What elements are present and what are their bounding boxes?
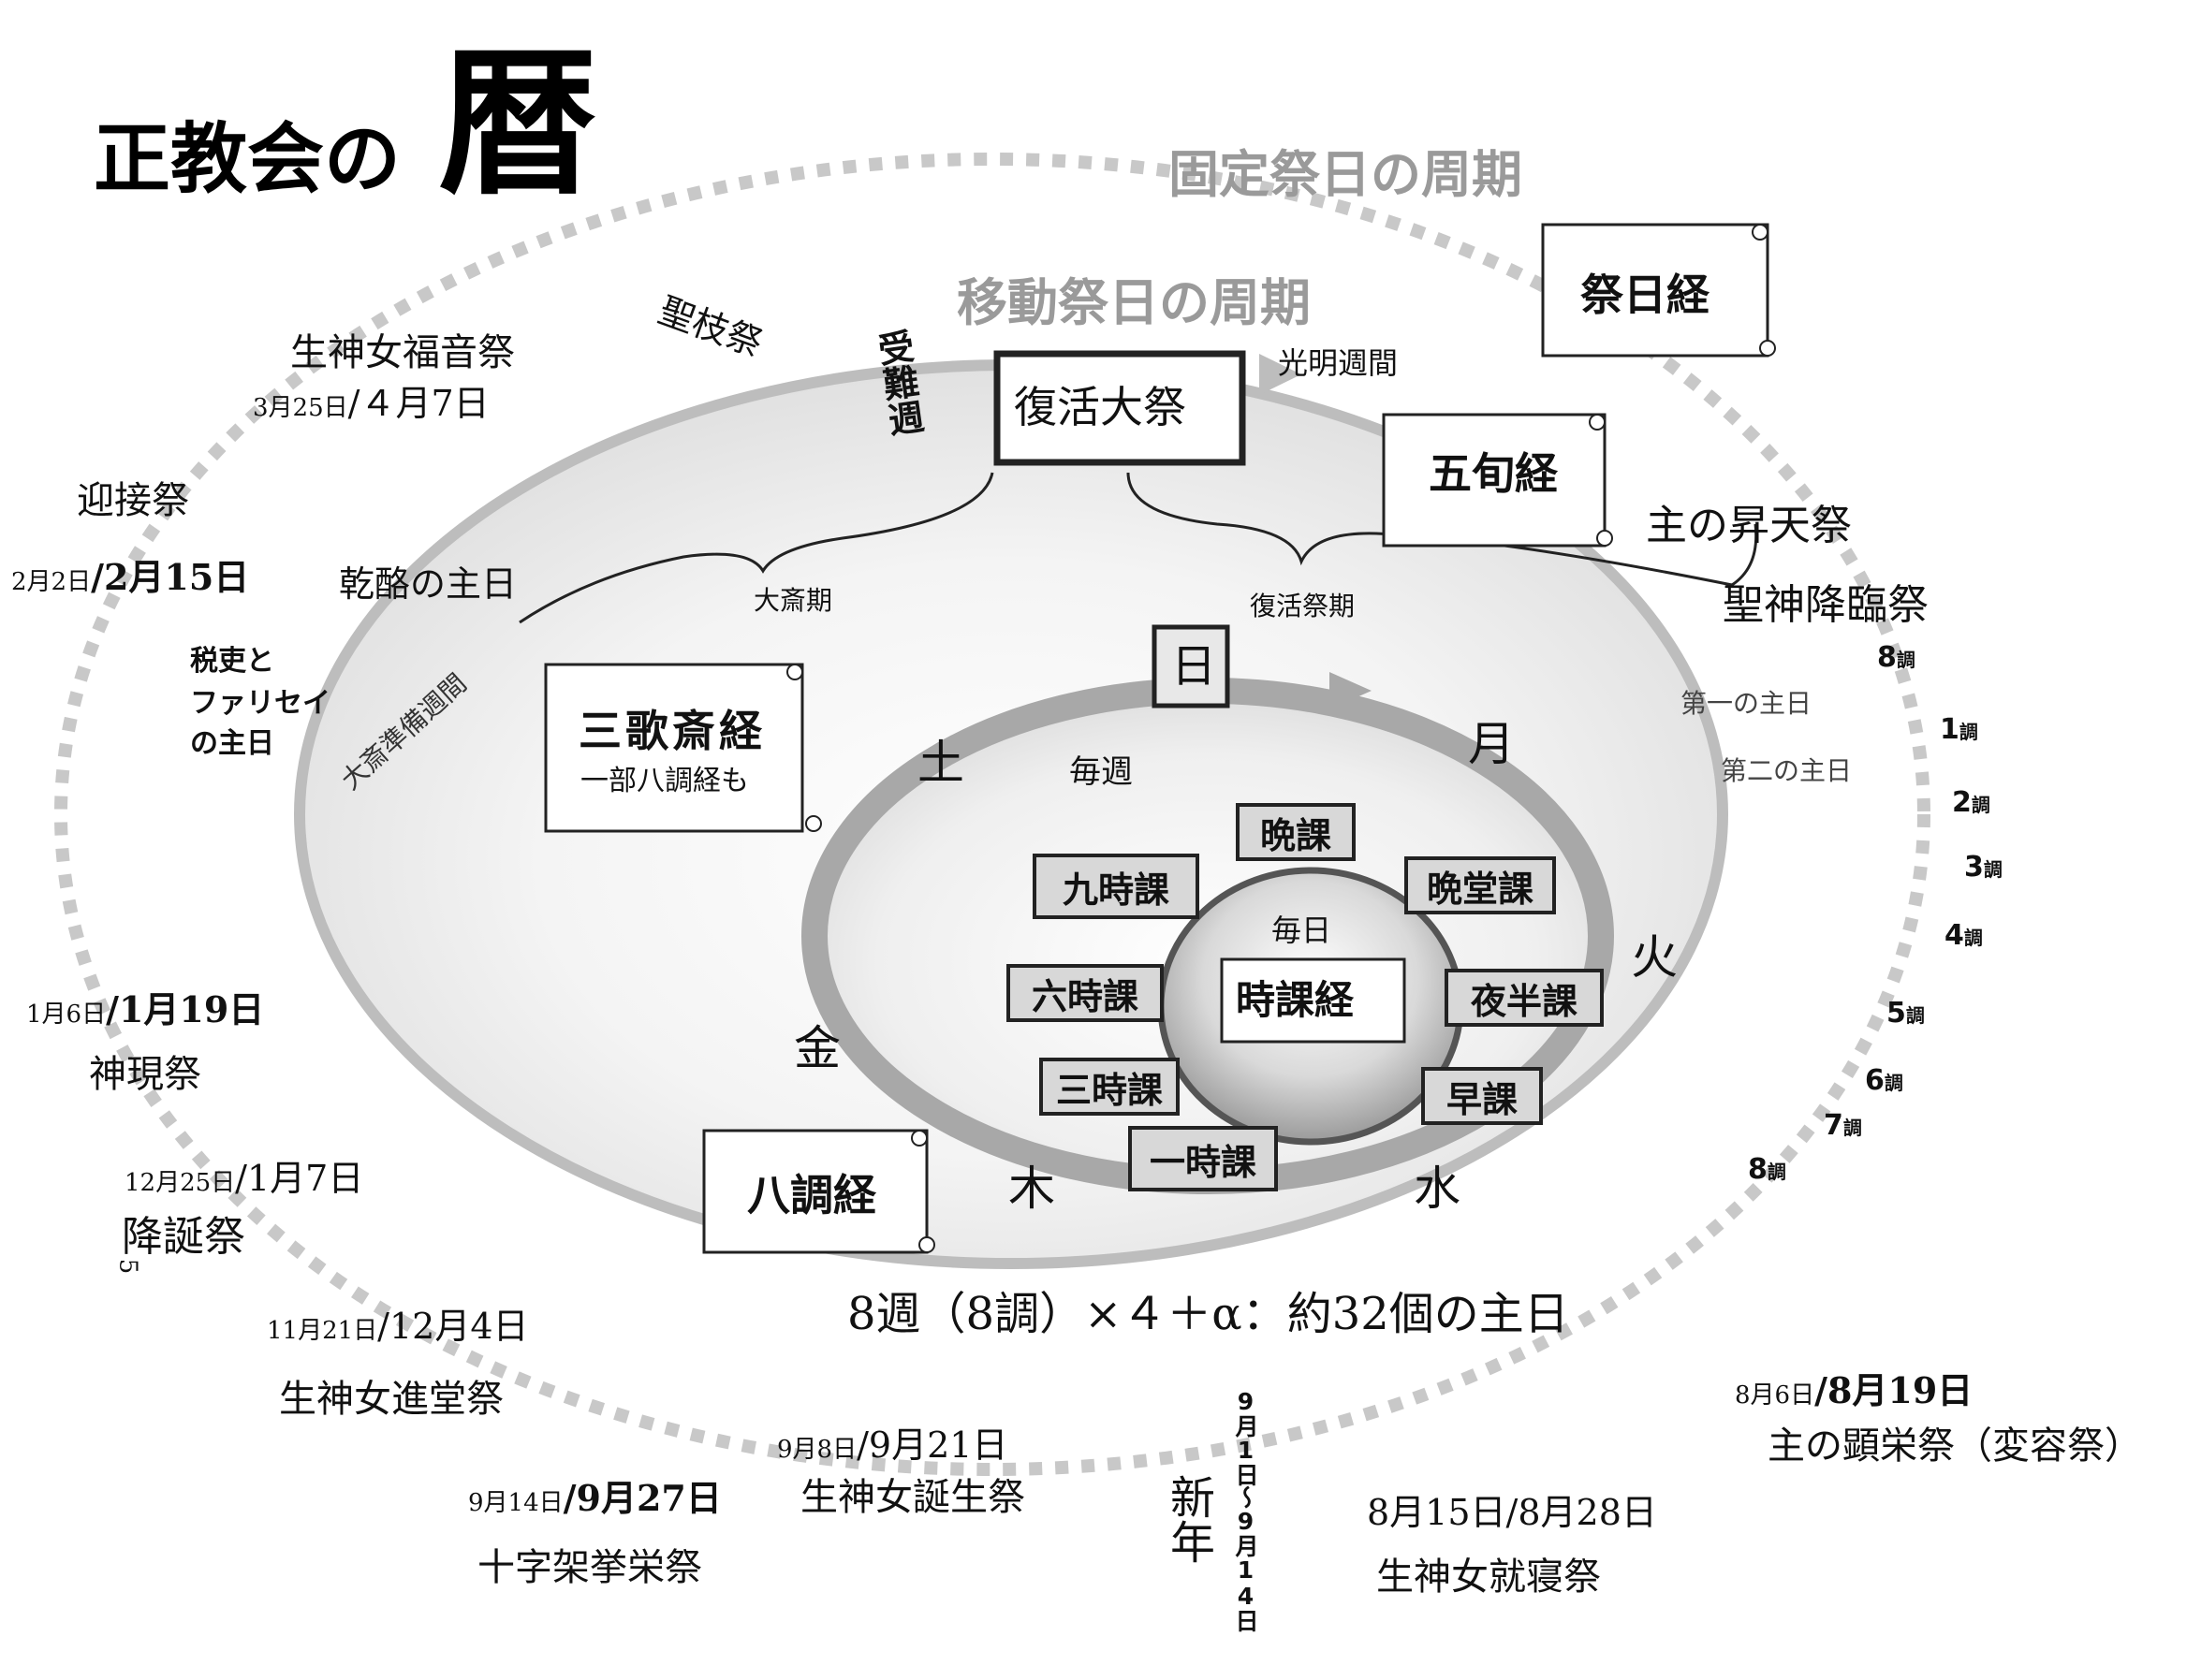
horologion-label: 時課経 xyxy=(1236,977,1355,1023)
fixed-cycle-ring xyxy=(54,153,1930,1476)
tone-marker: 3調 xyxy=(1964,851,2003,884)
triodion-sublabel: 一部八調経も xyxy=(580,765,749,797)
hour-third: 三時課 xyxy=(1039,1058,1180,1116)
presentation-name: 生神女進堂祭 xyxy=(279,1378,504,1421)
exaltation-name: 十字架挙栄祭 xyxy=(477,1546,702,1589)
ascension-label: 主の昇天祭 xyxy=(1646,502,1852,549)
page-title-calendar: 暦 xyxy=(438,32,598,217)
publican-label-3: の主日 xyxy=(190,727,274,760)
second-sunday-label: 第二の主日 xyxy=(1721,755,1853,786)
sunday-box xyxy=(1152,624,1230,709)
hour-vespers: 晩課 xyxy=(1236,803,1356,861)
fixed-cycle-label: 固定祭日の周期 xyxy=(1168,145,1522,204)
day-sunday: 日 xyxy=(1171,640,1217,693)
great-lent-brace xyxy=(519,472,994,624)
page-title: 正教会の xyxy=(94,115,402,204)
tone-marker: 1調 xyxy=(1940,713,1978,746)
annunciation-name: 生神女福音祭 xyxy=(290,331,515,374)
theophany-name: 神現祭 xyxy=(89,1053,201,1096)
new-year-name: 新年 xyxy=(1162,1474,1214,1564)
new-year-dates: 9月1日〜9月14日 xyxy=(1232,1388,1259,1631)
horologion-box xyxy=(1220,957,1406,1044)
bright-week-label: 光明週間 xyxy=(1278,345,1399,381)
hour-ninth: 九時課 xyxy=(1033,854,1199,919)
daily-label: 毎日 xyxy=(1271,913,1332,948)
octoechos-label: 八調経 xyxy=(747,1170,876,1220)
tone-marker: 5調 xyxy=(1886,997,1925,1030)
tone-marker: 6調 xyxy=(1865,1064,1903,1097)
exaltation-date: 9月14日/9月27日 xyxy=(468,1477,722,1519)
day-wednesday: 水 xyxy=(1414,1161,1460,1216)
tone-marker: 8調 xyxy=(1877,641,1915,674)
dormition-name: 生神女就寝祭 xyxy=(1376,1556,1601,1599)
movable-cycle-arrow xyxy=(1259,354,1301,395)
stray-mark: 5 xyxy=(113,1258,142,1275)
theophany-date: 1月6日/1月19日 xyxy=(26,988,265,1030)
menaion-label: 祭日経 xyxy=(1580,270,1709,320)
movable-cycle-label: 移動祭日の周期 xyxy=(957,273,1311,332)
nativity-theotokos-date: 9月8日/9月21日 xyxy=(777,1424,1008,1466)
hour-first: 一時課 xyxy=(1128,1126,1278,1191)
pascha-box xyxy=(993,350,1246,466)
hour-midnight: 夜半課 xyxy=(1445,969,1604,1027)
dormition-date: 8月15日/8月28日 xyxy=(1367,1492,1657,1533)
tone-marker: 2調 xyxy=(1952,786,1990,819)
day-tuesday: 火 xyxy=(1631,930,1678,985)
day-thursday: 木 xyxy=(1008,1161,1055,1216)
transfiguration-date: 8月6日/8月19日 xyxy=(1735,1369,1974,1411)
weekly-cycle-arrow xyxy=(1329,672,1372,709)
tone-marker: 7調 xyxy=(1824,1109,1862,1142)
meeting-date: 2月2日/2月15日 xyxy=(11,556,250,598)
presentation-date: 11月21日/12月4日 xyxy=(267,1306,529,1347)
day-saturday: 土 xyxy=(917,736,964,790)
meeting-name: 迎接祭 xyxy=(77,479,189,522)
sunday-count-formula: 8週（8調）×４＋α：約32個の主日 xyxy=(847,1288,1569,1340)
forgiveness-sunday-label: 乾酪の主日 xyxy=(339,563,518,605)
nativity-date: 12月25日/1月7日 xyxy=(125,1158,364,1199)
triodion-scroll xyxy=(544,663,822,833)
nativity-name: 降誕祭 xyxy=(122,1213,245,1261)
day-friday: 金 xyxy=(794,1021,841,1075)
tone-marker: 8調 xyxy=(1748,1153,1786,1186)
tone-marker: 4調 xyxy=(1944,919,1983,952)
hour-sixth: 六時課 xyxy=(1006,964,1164,1022)
first-sunday-label: 第一の主日 xyxy=(1680,688,1812,719)
pentecostarion-label: 五旬経 xyxy=(1429,448,1558,499)
hour-compline: 晩堂課 xyxy=(1404,856,1556,914)
pascha-label: 復活大祭 xyxy=(1014,382,1186,432)
great-lent-label: 大斎期 xyxy=(754,585,833,616)
menaion-scroll xyxy=(1541,223,1776,358)
nativity-theotokos-name: 生神女誕生祭 xyxy=(800,1476,1025,1519)
paschal-season-brace xyxy=(1126,472,1758,587)
pentecostarion-scroll xyxy=(1382,413,1613,548)
octoechos-scroll xyxy=(702,1129,935,1254)
publican-label-2: ファリセイ xyxy=(190,687,330,720)
triodion-label: 三歌斎経 xyxy=(579,706,766,756)
day-monday: 月 xyxy=(1468,717,1515,771)
annunciation-date: 3月25日/４月7日 xyxy=(253,383,490,424)
publican-label-1: 税吏と xyxy=(190,645,274,678)
transfiguration-name: 主の顕栄祭（変容祭） xyxy=(1768,1424,2142,1468)
weekly-label: 毎週 xyxy=(1069,753,1133,791)
paschal-season-label: 復活祭期 xyxy=(1250,591,1356,621)
hour-matins: 早課 xyxy=(1421,1067,1543,1125)
pentecost-label: 聖神降臨祭 xyxy=(1723,581,1929,629)
